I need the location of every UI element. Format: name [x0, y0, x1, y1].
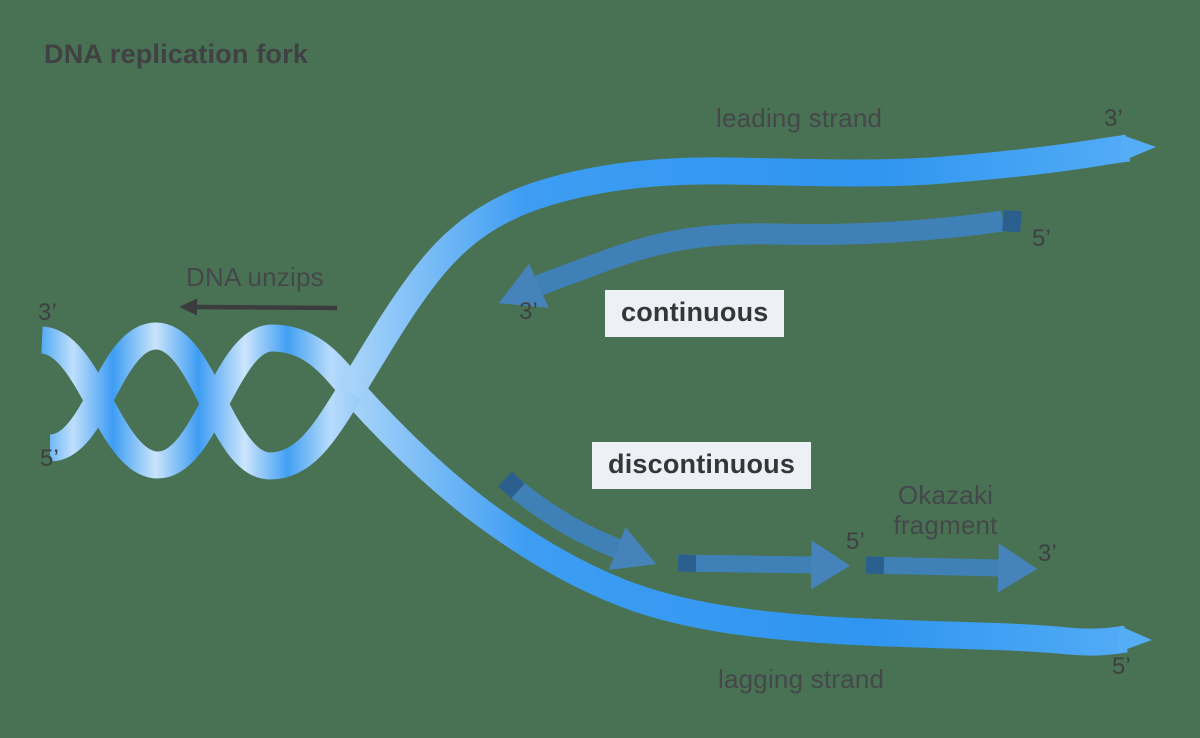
lagging-template-5-prime-label: 5’: [1112, 653, 1132, 680]
diagram-title: DNA replication fork: [44, 39, 309, 69]
okazaki-fragment-2-cap: [865, 556, 885, 574]
leading-strand-label: leading strand: [716, 103, 883, 133]
lagging-template-strand: [345, 385, 1128, 656]
helix-strand-b: [47, 322, 362, 480]
okazaki-word: Okazaki: [897, 480, 994, 510]
discontinuous-strand-arrow: [501, 474, 657, 571]
lagging-template-tip: [1116, 626, 1152, 653]
discontinuous-label: discontinuous: [592, 442, 812, 489]
continuous-5-prime-label: 5’: [1032, 225, 1052, 252]
lagging-strand-label: lagging strand: [718, 664, 885, 694]
okazaki-3-prime-label: 3’: [1038, 540, 1058, 567]
okazaki-5-prime-label: 5’: [846, 528, 866, 555]
continuous-3-prime-label: 3’: [519, 298, 539, 325]
helix-5-prime-label: 5’: [40, 445, 60, 472]
leading-template-tip: [1120, 135, 1156, 162]
unzip-arrow: [179, 298, 338, 316]
okazaki-fragment-label: Okazaki fragment: [868, 480, 1023, 540]
okazaki-fragment-1-arrow: [677, 540, 851, 590]
continuous-strand-cap: [1002, 210, 1022, 233]
continuous-strand-arrow: [498, 210, 1005, 308]
discontinuous-strand-cap: [498, 471, 525, 499]
dna-unzips-label: DNA unzips: [186, 262, 324, 292]
leading-template-strand: [338, 134, 1131, 400]
fragment-word: fragment: [893, 510, 998, 540]
okazaki-fragment-2-arrow: [865, 543, 1038, 593]
leading-template-3-prime-label: 3’: [1104, 105, 1124, 132]
okazaki-fragment-1-cap: [677, 554, 697, 572]
continuous-label: continuous: [605, 290, 785, 337]
helix-3-prime-label: 3’: [38, 299, 58, 326]
